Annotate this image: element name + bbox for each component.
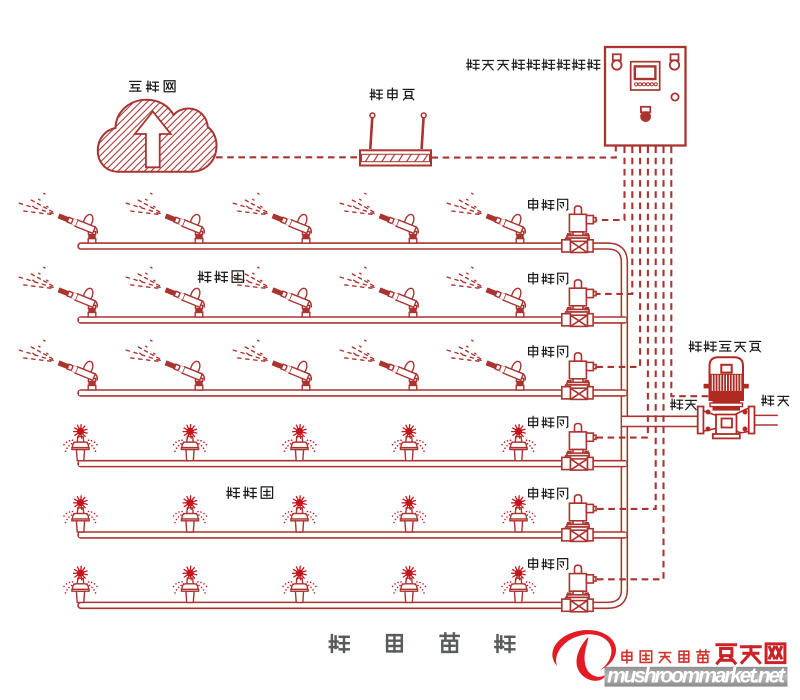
svg-text:mushroommarket.net: mushroommarket.net: [607, 665, 786, 688]
